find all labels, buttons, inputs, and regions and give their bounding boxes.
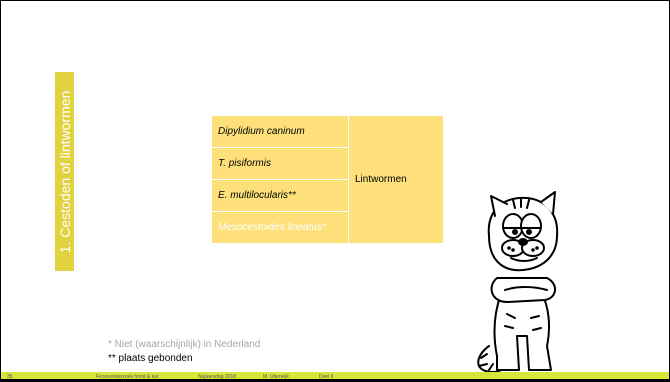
page-number: 35	[7, 374, 13, 380]
footnote-not-in-netherlands: * Niet (waarschijnlijk) in Nederland	[108, 339, 261, 350]
parasite-name: E. multilocularis**	[211, 179, 349, 212]
footer-part: Deel II	[319, 374, 334, 380]
footer-author: M. Uiterwijk	[263, 374, 289, 380]
section-tab: 1. Cestoden of lintwormen	[55, 72, 74, 271]
table-row: Dipylidium caninum Lintwormen	[211, 115, 444, 244]
table-row: E. multilocularis**	[211, 179, 444, 212]
table-row: T. pisiformis	[211, 147, 444, 180]
table-row: Mesocestoides lineatus*	[211, 211, 444, 244]
footnote-location-bound: ** plaats gebonden	[108, 353, 193, 364]
slide-footer: 35 Fecesonderzoek hond & kat Najaarsdag …	[1, 372, 669, 380]
garfield-cartoon-icon	[477, 191, 559, 373]
parasite-name: Mesocestoides lineatus*	[211, 211, 349, 244]
footer-date: Najaarsdag 2018	[198, 374, 237, 380]
parasite-name: T. pisiformis	[211, 147, 349, 180]
footer-course: Fecesonderzoek hond & kat	[96, 374, 159, 380]
section-title: 1. Cestoden of lintwormen	[56, 90, 73, 253]
group-label: Lintwormen	[348, 115, 444, 244]
parasite-table: Dipylidium caninum Lintwormen T. pisifor…	[211, 115, 444, 244]
parasite-name: Dipylidium caninum	[211, 115, 349, 148]
